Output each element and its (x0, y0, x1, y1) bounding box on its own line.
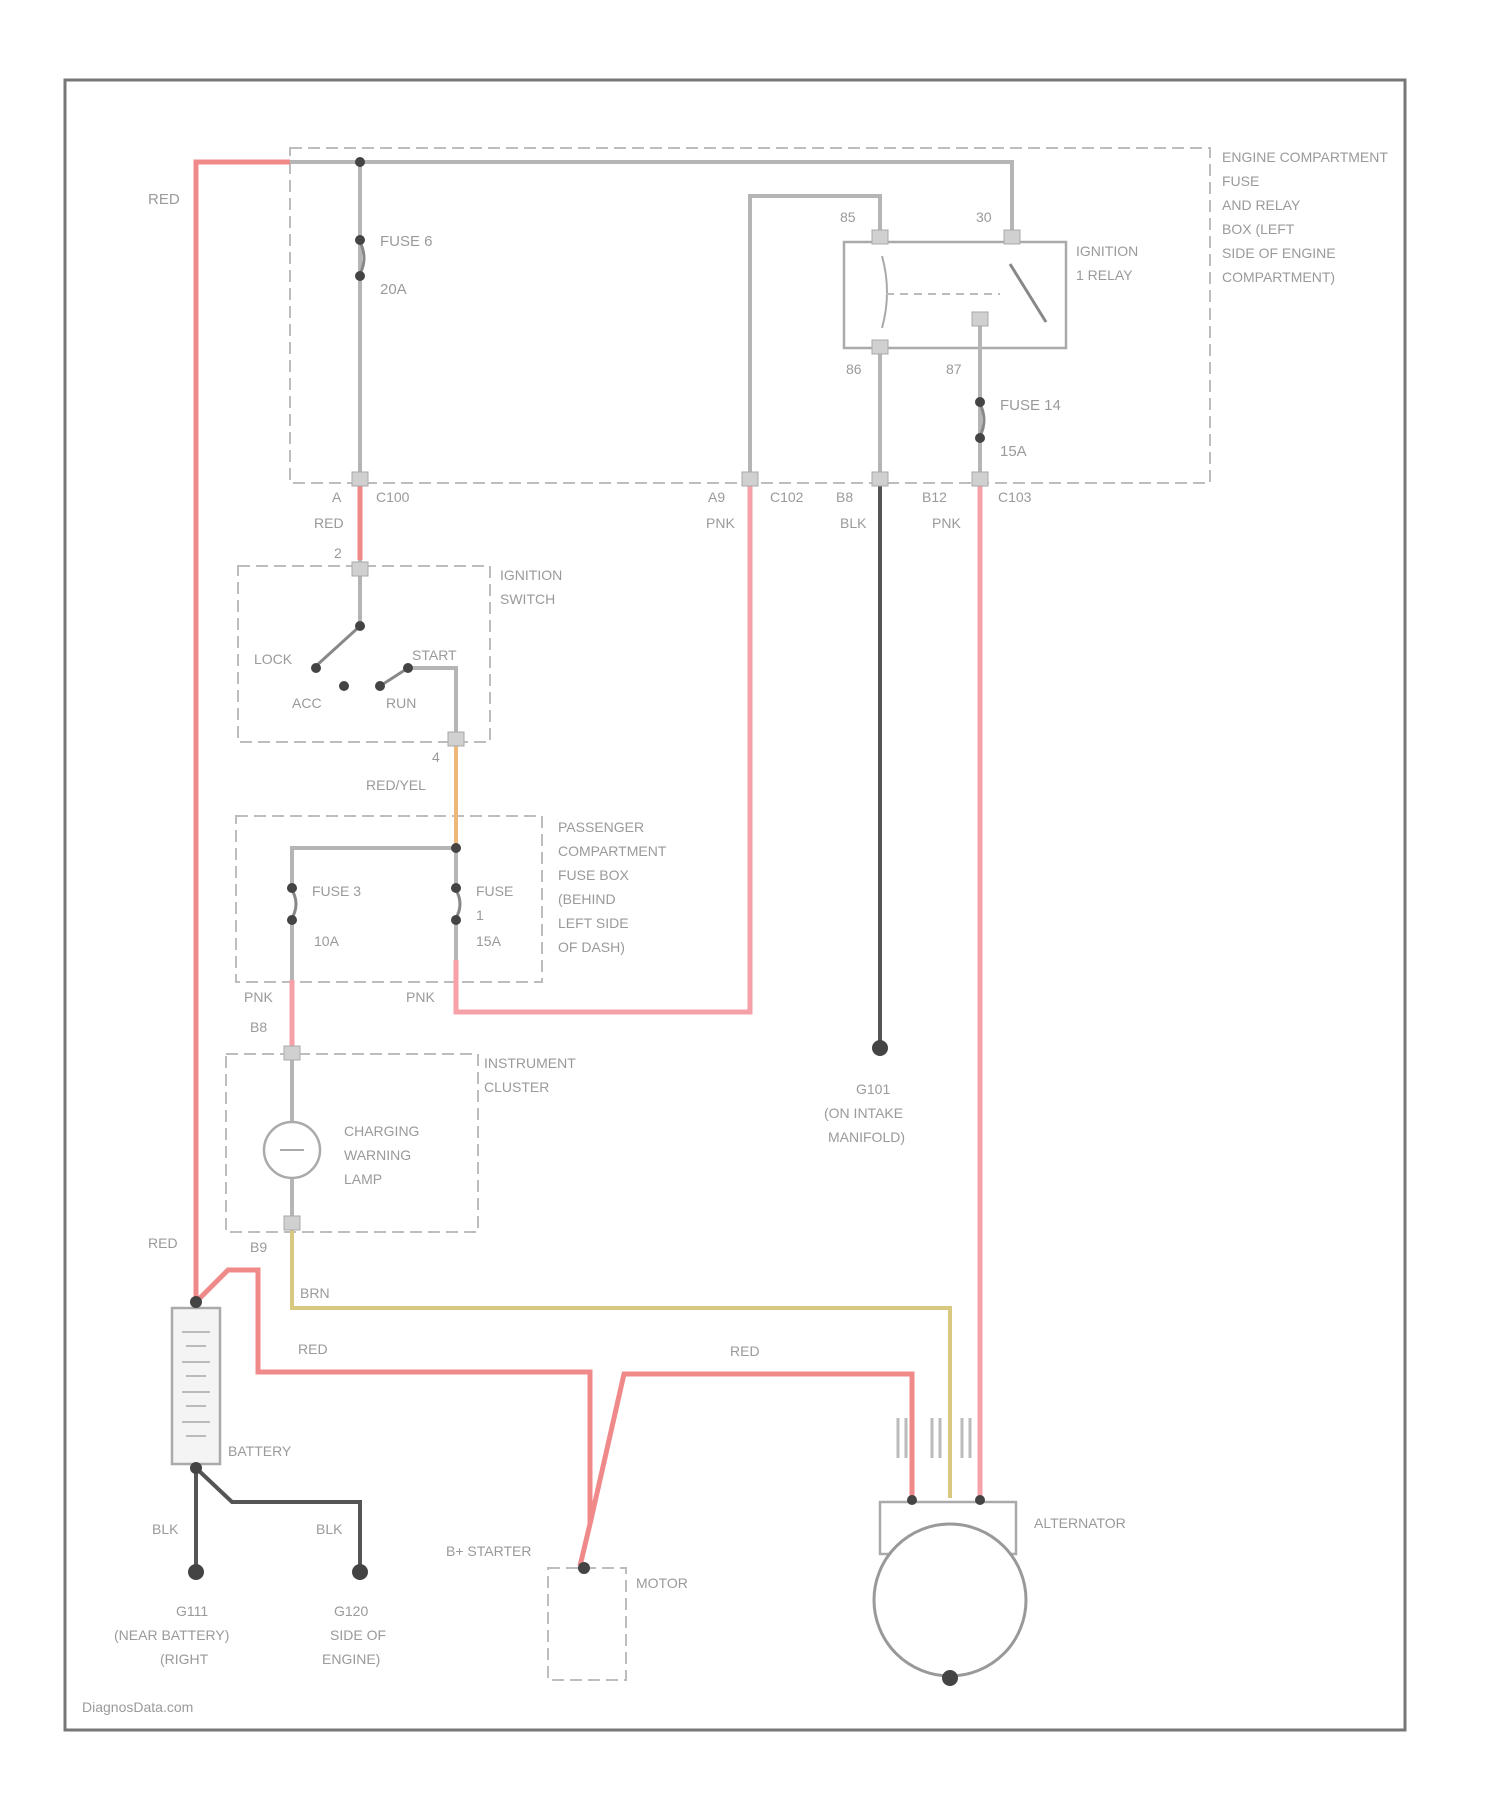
fuse3-rating: 10A (314, 933, 340, 949)
ignition-relay (844, 242, 1066, 348)
wire-red-alt-label: RED (730, 1343, 760, 1359)
wire-pnk-left-label: PNK (244, 989, 273, 1005)
wire-red-top-label: RED (148, 191, 180, 208)
alternator-ground-dot (942, 1670, 958, 1686)
wire-pnk-b12-label: PNK (932, 515, 961, 531)
lamp-label-1: CHARGING (344, 1123, 419, 1139)
pin85-label: 85 (840, 209, 856, 225)
fuse1-rating: 15A (476, 933, 502, 949)
c102-pin-b8: B8 (836, 489, 853, 505)
battery-label: BATTERY (228, 1443, 292, 1459)
pass-box-label-4: (BEHIND (558, 891, 616, 907)
run-label: RUN (386, 695, 416, 711)
pin86-label: 86 (846, 361, 862, 377)
wire-relay-85 (750, 196, 880, 478)
passenger-fuse-box (236, 816, 542, 982)
cluster-pin-bot: B9 (250, 1239, 267, 1255)
cluster-label-2: CLUSTER (484, 1079, 549, 1095)
fuse3-symbol (292, 890, 296, 918)
wire-red-left-label: RED (148, 1235, 178, 1251)
c102-label-b: C103 (998, 489, 1032, 505)
ign-switch-label-2: SWITCH (500, 591, 555, 607)
g111-label-1: G111 (176, 1603, 208, 1619)
g120-label-1: G120 (334, 1603, 368, 1619)
pin30-label: 30 (976, 209, 992, 225)
wire-red-batt (196, 1270, 590, 1566)
pass-box-label-3: FUSE BOX (558, 867, 629, 883)
wire-red-c100-label: RED (314, 515, 344, 531)
starter-label: B+ STARTER (446, 1543, 531, 1559)
fuse3-label: FUSE 3 (312, 883, 361, 899)
relay-label-1: IGNITION (1076, 243, 1138, 259)
pass-box-label-5: LEFT SIDE (558, 915, 629, 931)
wire-blk-1-label: BLK (152, 1521, 179, 1537)
c102-label-a: C102 (770, 489, 804, 505)
ign-pin-top: 2 (334, 545, 342, 561)
wire-blk-b8-label: BLK (840, 515, 867, 531)
relay-coil (882, 256, 887, 328)
engine-box-label-4: BOX (LEFT (1222, 221, 1295, 237)
alternator-label: ALTERNATOR (1034, 1515, 1126, 1531)
fuse1-label: FUSE (476, 883, 513, 899)
c102-pin-b12: B12 (922, 489, 947, 505)
wire-red-alt (590, 1374, 912, 1524)
alternator-capacitors (898, 1418, 970, 1458)
wire-red-batt-label: RED (298, 1341, 328, 1357)
motor-label: MOTOR (636, 1575, 688, 1591)
wire-pass-bus (292, 848, 456, 888)
wire-brn-label: BRN (300, 1285, 330, 1301)
diagram-frame (65, 80, 1405, 1730)
fuse14-rating: 15A (1000, 443, 1027, 460)
wire-redyel-label: RED/YEL (366, 777, 426, 793)
g120-label-3: ENGINE) (322, 1651, 380, 1667)
engine-box-label-3: AND RELAY (1222, 197, 1301, 213)
pass-box-label-2: COMPARTMENT (558, 843, 667, 859)
cluster-pin-top: B8 (250, 1019, 267, 1035)
pass-box-label-1: PASSENGER (558, 819, 644, 835)
c102-pin-a9: A9 (708, 489, 725, 505)
pin87-label: 87 (946, 361, 962, 377)
engine-box-label-5: SIDE OF ENGINE (1222, 245, 1336, 261)
start-label: START (412, 647, 457, 663)
wire-pnk-a9-label: PNK (706, 515, 735, 531)
g101-label-3: MANIFOLD) (828, 1129, 905, 1145)
wire-brn (292, 1222, 950, 1498)
engine-box-label-2: FUSE (1222, 173, 1259, 189)
fuse6-rating: 20A (380, 281, 407, 298)
fuse1-symbol (456, 890, 460, 918)
lock-label: LOCK (254, 651, 293, 667)
ign-switch-label-1: IGNITION (500, 567, 562, 583)
fuse14-label: FUSE 14 (1000, 397, 1061, 414)
fuse6-label: FUSE 6 (380, 233, 433, 250)
c100-pin: A (332, 489, 342, 505)
wire-top-bus (290, 162, 1012, 232)
wire-blk-2-label: BLK (316, 1521, 343, 1537)
starter-motor-box (548, 1568, 626, 1680)
engine-box-label-1: ENGINE COMPARTMENT (1222, 149, 1388, 165)
pass-box-label-6: OF DASH) (558, 939, 625, 955)
acc-label: ACC (292, 695, 322, 711)
g101-label-2: (ON INTAKE (824, 1105, 903, 1121)
relay-contact (1010, 264, 1046, 322)
lamp-label-2: WARNING (344, 1147, 411, 1163)
switch-blade (316, 626, 360, 666)
wire-pnk-right-label: PNK (406, 989, 435, 1005)
g111-label-2: (NEAR BATTERY) (114, 1627, 229, 1643)
alternator-icon (874, 1524, 1026, 1676)
connector-pins (284, 230, 1020, 1230)
cluster-label-1: INSTRUMENT (484, 1055, 576, 1071)
wire-pnk-a9 (456, 478, 750, 1012)
lamp-label-3: LAMP (344, 1171, 382, 1187)
c100-label: C100 (376, 489, 410, 505)
watermark: DiagnosData.com (82, 1699, 193, 1715)
g111-label-3: (RIGHT (160, 1651, 209, 1667)
ign-pin-bot: 4 (432, 749, 440, 765)
g101-label-1: G101 (856, 1081, 890, 1097)
fuse1-num: 1 (476, 907, 484, 923)
relay-label-2: 1 RELAY (1076, 267, 1133, 283)
g120-label-2: SIDE OF (330, 1627, 386, 1643)
engine-box-label-6: COMPARTMENT) (1222, 269, 1335, 285)
wire-blk-g120 (196, 1468, 360, 1570)
